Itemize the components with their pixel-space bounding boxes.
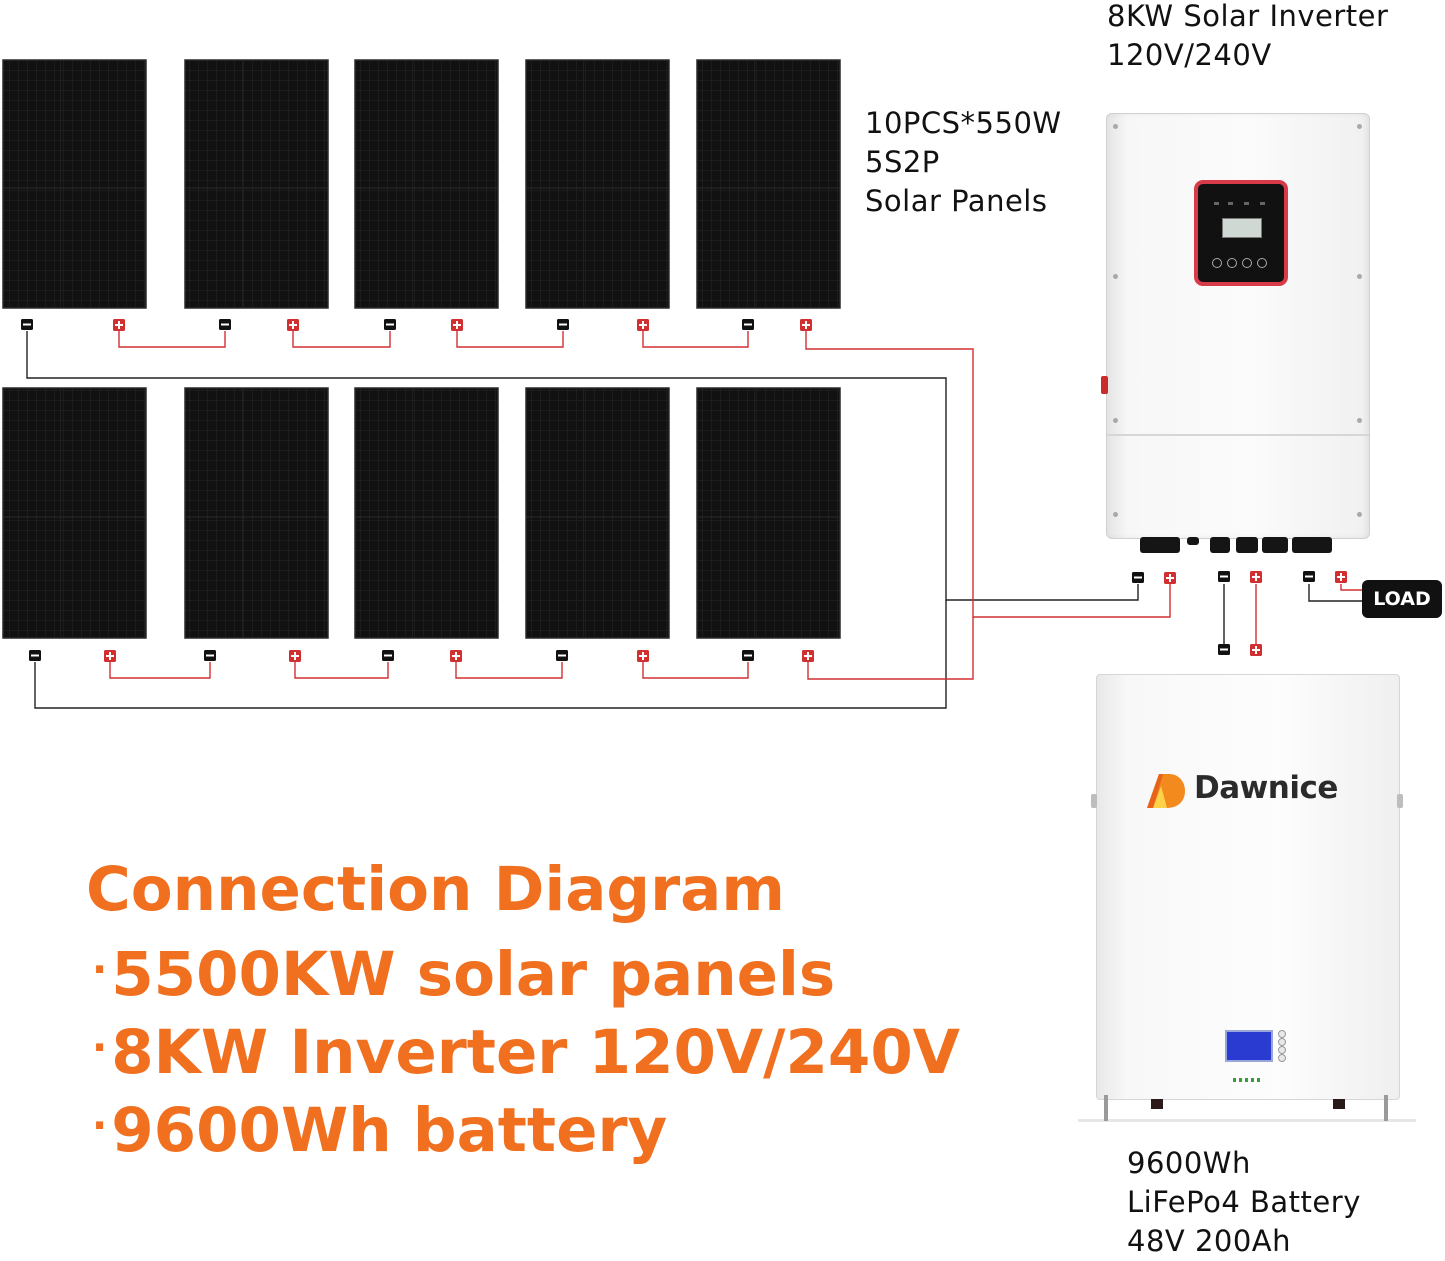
minus-connector-icon — [382, 650, 394, 661]
solar-panel — [526, 388, 669, 638]
battery-spec-line-1: 9600Wh — [1127, 1144, 1361, 1183]
minus-connector-icon — [557, 319, 569, 330]
battery-unit — [1096, 674, 1400, 1100]
plus-connector-icon — [113, 319, 125, 331]
plus-connector-icon — [800, 319, 812, 331]
solar-panel — [3, 388, 146, 638]
battery-minus-icon — [1218, 644, 1230, 655]
summary-bullet-text: 5500KW solar panels — [111, 939, 835, 1010]
diagram-heading: Connection Diagram — [86, 850, 785, 930]
solar-panel — [3, 60, 146, 308]
plus-connector-icon — [451, 319, 463, 331]
minus-connector-icon — [219, 319, 231, 330]
inverter-battery-minus-icon — [1218, 571, 1230, 582]
battery-brand-name: Dawnice — [1194, 770, 1338, 806]
bullet-dot: · — [92, 1103, 107, 1149]
load-minus-icon — [1303, 571, 1315, 582]
positive-wire — [119, 331, 225, 347]
inverter-cable-gland — [1140, 537, 1180, 553]
panel-spec-line-3: Solar Panels — [865, 182, 1062, 221]
inverter-display — [1222, 218, 1262, 238]
panel-spec-line-2: 5S2P — [865, 143, 1062, 182]
solar-panel — [697, 388, 840, 638]
dawnice-logo-icon — [1145, 772, 1187, 810]
inverter-cable-gland — [1262, 537, 1288, 553]
minus-connector-icon — [204, 650, 216, 661]
plus-connector-icon — [802, 650, 814, 662]
solar-panel — [697, 60, 840, 308]
battery-spec-line-3: 48V 200Ah — [1127, 1222, 1361, 1261]
positive-wire — [110, 662, 210, 678]
summary-bullet-text: 9600Wh battery — [111, 1095, 667, 1166]
bullet-dot: · — [92, 1025, 107, 1071]
battery-handle — [1091, 794, 1097, 808]
inverter-title-line-2: 120V/240V — [1107, 36, 1388, 75]
positive-wire — [456, 662, 562, 678]
summary-bullet: ·5500KW solar panels — [92, 930, 835, 1015]
positive-wire — [293, 331, 390, 347]
panel-spec-line-1: 10PCS*550W — [865, 104, 1062, 143]
minus-connector-icon — [384, 319, 396, 330]
inverter-cable-gland — [1236, 537, 1258, 553]
inverter-button[interactable] — [1257, 258, 1267, 268]
inverter-dc-switch[interactable] — [1101, 376, 1108, 394]
minus-connector-icon — [556, 650, 568, 661]
solar-panel — [355, 60, 498, 308]
inverter-battery-plus-icon — [1250, 571, 1262, 583]
inverter-button[interactable] — [1242, 258, 1252, 268]
inverter-cable-gland — [1292, 537, 1332, 553]
load-plus-icon — [1335, 571, 1347, 583]
inverter-title-line-1: 8KW Solar Inverter — [1107, 0, 1388, 36]
plus-connector-icon — [289, 650, 301, 662]
summary-bullet: ·9600Wh battery — [92, 1086, 667, 1171]
inverter-cable-gland — [1210, 537, 1230, 553]
minus-connector-icon — [21, 319, 33, 330]
positive-wire — [295, 662, 388, 678]
plus-connector-icon — [637, 650, 649, 662]
inverter-unit — [1106, 113, 1370, 539]
minus-connector-icon — [742, 319, 754, 330]
inverter-title: 8KW Solar Inverter 120V/240V — [1107, 0, 1388, 75]
battery-spec-label: 9600Wh LiFePo4 Battery 48V 200Ah — [1127, 1144, 1361, 1261]
positive-wire — [457, 331, 563, 347]
inverter-button[interactable] — [1227, 258, 1237, 268]
panel-spec-label: 10PCS*550W 5S2P Solar Panels — [865, 104, 1062, 221]
summary-bullet: ·8KW Inverter 120V/240V — [92, 1008, 960, 1093]
solar-panel — [355, 388, 498, 638]
load-label: LOAD — [1362, 580, 1442, 618]
inverter-pv-plus-icon — [1164, 572, 1176, 584]
battery-stand — [1078, 1095, 1416, 1125]
solar-panel — [526, 60, 669, 308]
battery-plus-icon — [1250, 644, 1262, 656]
inverter-cable-gland — [1187, 537, 1199, 545]
summary-bullet-text: 8KW Inverter 120V/240V — [111, 1017, 960, 1088]
plus-connector-icon — [287, 319, 299, 331]
battery-handle — [1397, 794, 1403, 808]
negative-wire — [1309, 584, 1362, 601]
minus-connector-icon — [742, 650, 754, 661]
battery-spec-line-2: LiFePo4 Battery — [1127, 1183, 1361, 1222]
inverter-control-panel — [1194, 180, 1288, 286]
plus-connector-icon — [450, 650, 462, 662]
solar-panel — [185, 388, 328, 638]
inverter-button[interactable] — [1212, 258, 1222, 268]
battery-display — [1225, 1030, 1273, 1062]
positive-wire — [643, 331, 748, 347]
inverter-pv-minus-icon — [1132, 572, 1144, 583]
minus-connector-icon — [29, 650, 41, 661]
solar-panel — [185, 60, 328, 308]
plus-connector-icon — [104, 650, 116, 662]
positive-wire — [643, 662, 748, 678]
plus-connector-icon — [637, 319, 649, 331]
positive-wire — [1341, 584, 1362, 590]
bullet-dot: · — [92, 947, 107, 993]
